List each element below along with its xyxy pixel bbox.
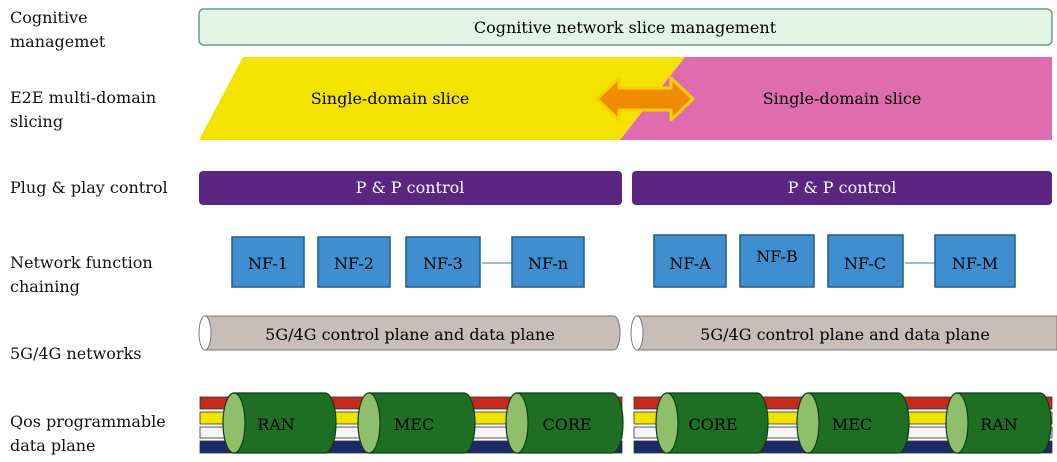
cylinder-body (807, 392, 910, 454)
cylinder-body (666, 392, 769, 454)
slice-left-label: Single-domain slice (311, 89, 470, 108)
layer-label-cognitive: Cognitive managemet (10, 8, 106, 51)
nf-box (231, 236, 305, 288)
pipe-right-cap (630, 315, 644, 351)
pnp-left-label: P & P control (356, 178, 465, 197)
cylinder-face (222, 392, 246, 454)
nf-label: NF-C (844, 254, 886, 273)
cognitive-bar-label: Cognitive network slice management (474, 18, 777, 37)
cylinder-body (516, 392, 624, 454)
slice-right-shape (620, 57, 1052, 140)
cylinder-body (368, 392, 476, 454)
layer-label-net: 5G/4G networks (10, 344, 142, 363)
nf-label: NF-3 (423, 254, 463, 273)
pnp-bar-right (632, 171, 1052, 205)
nf-box (653, 234, 727, 288)
cylinder: RAN (222, 392, 337, 454)
pnp-bar-left (199, 171, 622, 205)
nf-box (739, 234, 815, 288)
cylinder: RAN (945, 392, 1052, 454)
slice-right-label: Single-domain slice (763, 89, 922, 108)
layer-label-e2e: E2E multi-domain slicing (10, 88, 157, 131)
plane-left-label: 5G/4G control plane and data plane (265, 325, 555, 344)
plane-right-label: 5G/4G control plane and data plane (700, 325, 990, 344)
cylinder-label: RAN (257, 415, 295, 434)
pipe-left: 5G/4G control plane and data plane (198, 315, 621, 351)
cylinder-face (357, 392, 381, 454)
bidirectional-arrow (595, 76, 695, 122)
nf-label: NF-A (669, 254, 711, 273)
cylinder-label: MEC (832, 415, 872, 434)
cylinder-body (956, 392, 1052, 454)
nf-box (405, 236, 481, 288)
pipe-right: 5G/4G control plane and data plane (630, 315, 1057, 351)
nf-label: NF-2 (334, 254, 374, 273)
nf-label: NF-1 (248, 254, 288, 273)
cylinder-label: RAN (980, 415, 1018, 434)
slice-left-shape (199, 57, 685, 140)
cylinder: CORE (505, 392, 624, 454)
nf-right-group: NF-A NF-B NF-C NF-M (653, 234, 1016, 288)
cylinder: MEC (357, 392, 476, 454)
cylinder-face (655, 392, 679, 454)
cylinder: MEC (796, 392, 910, 454)
nf-box (934, 234, 1016, 288)
cylinder-label: MEC (394, 415, 434, 434)
cylinder: CORE (655, 392, 769, 454)
layer-label-pnp: Plug & play control (10, 178, 168, 197)
nf-box (317, 236, 391, 288)
nf-label: NF-n (528, 254, 568, 273)
cylinder-label: CORE (688, 415, 737, 434)
pipe-left-body (204, 315, 621, 351)
pnp-right-label: P & P control (788, 178, 897, 197)
pipe-left-cap (198, 315, 212, 351)
cylinder-face (505, 392, 529, 454)
nf-label: NF-B (756, 247, 798, 266)
cylinder-body (233, 392, 337, 454)
cylinder-label: CORE (542, 415, 591, 434)
cognitive-bar (198, 8, 1053, 46)
layer-label-nfc: Network function chaining (10, 253, 153, 296)
nf-left-group: NF-1 NF-2 NF-3 NF-n (231, 236, 585, 288)
cylinder-face (945, 392, 969, 454)
nf-box (827, 234, 904, 288)
nf-label: NF-M (952, 254, 998, 273)
nf-box (511, 236, 585, 288)
layer-label-qos: Qos programmable data plane (10, 412, 166, 455)
cylinder-face (796, 392, 820, 454)
